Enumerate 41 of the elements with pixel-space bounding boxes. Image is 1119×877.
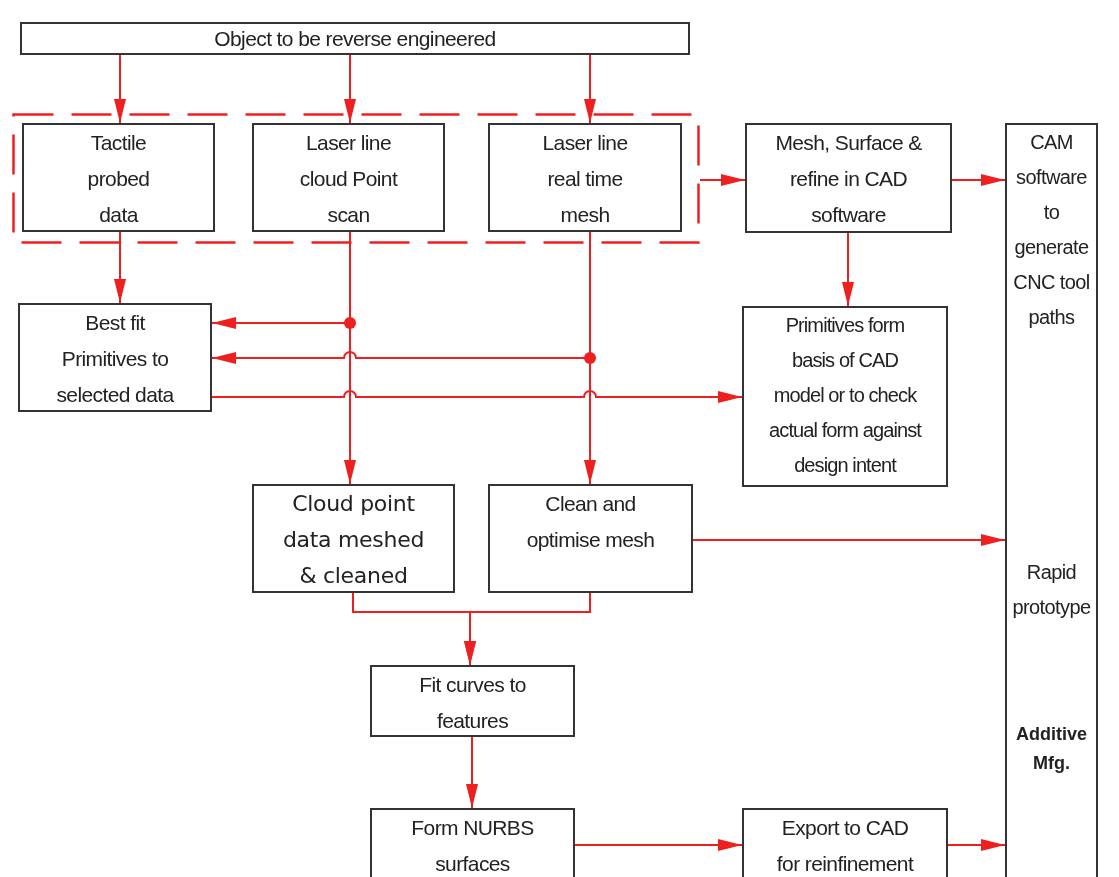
box-text: Fit curves to features: [418, 672, 527, 734]
box-text: Mesh, Surface & refine in CAD software: [774, 130, 923, 228]
process-box: [370, 808, 575, 877]
arrow: [699, 174, 746, 186]
process-box: [488, 484, 693, 593]
process-box: [252, 123, 445, 232]
arrow: [951, 174, 1006, 186]
box-text: Rapid prototype: [1011, 560, 1092, 620]
box-text: CAM software to generate CNC tool paths: [1012, 130, 1091, 330]
box-text: Laser line cloud Point scan: [298, 130, 399, 228]
box-text: Laser line real time mesh: [541, 130, 629, 228]
process-box: [18, 303, 212, 412]
process-box: [20, 22, 690, 55]
process-box: [745, 123, 952, 233]
process-box: [742, 808, 948, 877]
dashed-group-frame: [12, 113, 700, 244]
arrow: [344, 54, 356, 124]
box-text: Clean and optimise mesh: [525, 491, 656, 553]
process-box: [742, 306, 948, 487]
process-box: [488, 123, 682, 232]
box-text: Cloud point data meshed & cleaned: [281, 490, 426, 590]
arrow: [947, 839, 1006, 851]
process-box: [252, 484, 455, 593]
arrow: [584, 54, 596, 124]
process-box: [370, 665, 575, 737]
arrow: [692, 534, 1006, 546]
arrow: [842, 232, 854, 307]
arrow: [574, 839, 743, 851]
box-text: Additive Mfg.: [1015, 723, 1088, 775]
process-box: [22, 123, 215, 232]
box-text: Primitives form basis of CAD model or to check actual form against design intent: [768, 313, 923, 478]
output-column-box: [1005, 123, 1098, 877]
box-text: Best fit Primitives to selected data: [55, 310, 175, 408]
arrow: [466, 736, 478, 809]
box-text: Object to be reverse engineered: [213, 26, 497, 52]
box-text: Form NURBS surfaces: [410, 815, 535, 877]
arrow: [114, 231, 126, 304]
box-text: Export to CAD for reinfinement: [775, 815, 915, 877]
arrow: [211, 390, 743, 403]
box-text: Tactile probed data: [86, 130, 151, 228]
arrow: [114, 54, 126, 124]
